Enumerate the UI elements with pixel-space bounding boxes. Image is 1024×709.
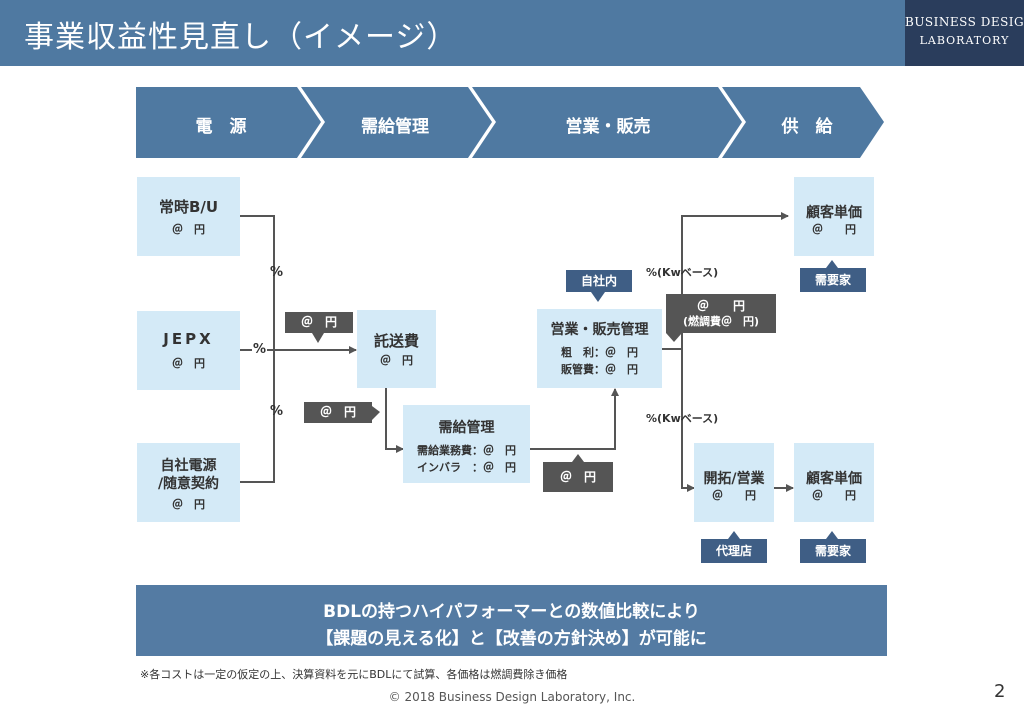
kw-base-label-agent: %(Kwベース) — [646, 412, 719, 425]
stage-chevron-supply — [722, 87, 884, 158]
sales-gross-profit: 粗 利：＠ 円 — [561, 346, 638, 359]
sales-management-box: 営業・販売管理 粗 利：＠ 円 販管費：＠ 円 — [537, 309, 662, 388]
sales-development-value: ＠ 円 — [712, 489, 756, 502]
price-tag-fuel-adjust: ＠ 円 (燃調費＠ 円) — [666, 294, 776, 333]
consumer-tag-agent: 需要家 — [800, 539, 866, 563]
page-number: 2 — [994, 681, 1006, 702]
baseload-backup-value: ＠ 円 — [172, 223, 205, 236]
customer-price-title-agent: 顧客単価 — [806, 471, 862, 487]
price-tag-fuel-adjust-line1: ＠ 円 — [696, 299, 745, 313]
own-generation-value: ＠ 円 — [172, 498, 205, 511]
footnote: ※各コストは一定の仮定の上、決算資料を元にBDLにて試算、各価格は燃調費除き価格 — [140, 668, 568, 681]
source-box-baseload-backup: 常時B/U ＠ 円 — [137, 177, 240, 256]
agency-tag: 代理店 — [701, 539, 767, 563]
sales-development-box: 開拓/営業 ＠ 円 — [694, 443, 774, 522]
price-tag-4-pointer — [666, 333, 682, 342]
customer-price-box-agent: 顧客単価 ＠ 円 — [794, 443, 874, 522]
price-tag-2-pointer — [372, 406, 380, 420]
line-takusou-jukyu — [385, 388, 404, 453]
page-title: 事業収益性見直し（イメージ） — [24, 20, 458, 55]
logo-line-1: BUSINESS DESIGN — [905, 15, 1024, 29]
price-tag-1-pointer — [312, 333, 324, 343]
sales-sga: 販管費：＠ 円 — [561, 363, 638, 376]
wheeling-fee-value: ＠ 円 — [380, 354, 413, 367]
percent-label-own: % — [270, 404, 284, 419]
conclusion-line-1: BDLの持つハイパフォーマーとの数値比較により — [323, 602, 700, 622]
price-tag-supply-demand: ＠ 円 — [304, 402, 372, 423]
jishanai-tag-pointer — [591, 292, 605, 302]
juyouka2-tag-pointer — [826, 531, 838, 539]
jepx-title: JEPX — [163, 330, 214, 348]
sales-management-title: 営業・販売管理 — [550, 322, 649, 338]
consumer-tag-direct: 需要家 — [800, 268, 866, 292]
jepx-value: ＠ 円 — [172, 357, 205, 370]
percent-label-jepx: % — [252, 342, 268, 357]
source-box-own-generation: 自社電源 /随意契約 ＠ 円 — [137, 443, 240, 522]
copyright: © 2018 Business Design Laboratory, Inc. — [388, 690, 636, 704]
source-box-jepx: JEPX ＠ 円 — [137, 311, 240, 390]
juyouka1-tag-pointer — [826, 260, 838, 268]
wheeling-fee-title: 託送費 — [373, 332, 419, 350]
logo-line-2: LABORATORY — [919, 34, 1010, 47]
sales-development-title: 開拓/営業 — [703, 471, 765, 487]
customer-price-box-direct: 顧客単価 ＠ 円 — [794, 177, 874, 256]
customer-price-title-direct: 顧客単価 — [806, 205, 862, 221]
line-jukyu-eigyo — [530, 388, 619, 450]
conclusion-banner: BDLの持つハイパフォーマーとの数値比較により 【課題の見える化】と【改善の方針… — [136, 585, 887, 656]
line-branch-down — [681, 349, 695, 492]
percent-label-baseload: % — [270, 265, 284, 280]
customer-price-value-agent: ＠ 円 — [812, 489, 856, 502]
dairiten-tag-pointer — [728, 531, 740, 539]
company-logo: BUSINESS DESIGN LABORATORY — [905, 0, 1024, 66]
price-tag-fuel-adjust-line2: (燃調費＠ 円) — [682, 315, 760, 328]
customer-price-value-direct: ＠ 円 — [812, 223, 856, 236]
supply-demand-box: 需給管理 需給業務費：＠ 円 インバラ ：＠ 円 — [403, 405, 530, 483]
own-generation-title-1: 自社電源 — [160, 458, 217, 474]
wheeling-fee-box: 託送費 ＠ 円 — [357, 310, 436, 388]
price-tag-3-pointer — [572, 454, 584, 462]
stage-chevron-power — [136, 87, 321, 158]
price-tag-wheeling: ＠ 円 — [285, 312, 353, 333]
supply-demand-title: 需給管理 — [438, 420, 495, 436]
price-tag-sales: ＠ 円 — [543, 462, 613, 492]
stage-chevron-supply-demand — [301, 87, 492, 158]
in-house-tag: 自社内 — [566, 270, 632, 292]
header-bar — [0, 0, 905, 66]
stage-chevron-sales — [472, 87, 742, 158]
baseload-backup-title: 常時B/U — [158, 198, 219, 216]
conclusion-line-2: 【課題の見える化】と【改善の方針決め】が可能に — [316, 629, 707, 649]
kw-base-label-direct: %(Kwベース) — [646, 266, 719, 279]
supply-demand-imbalance: インバラ ：＠ 円 — [417, 461, 516, 474]
own-generation-title-2: /随意契約 — [157, 476, 220, 492]
supply-demand-ops-cost: 需給業務費：＠ 円 — [417, 444, 516, 457]
